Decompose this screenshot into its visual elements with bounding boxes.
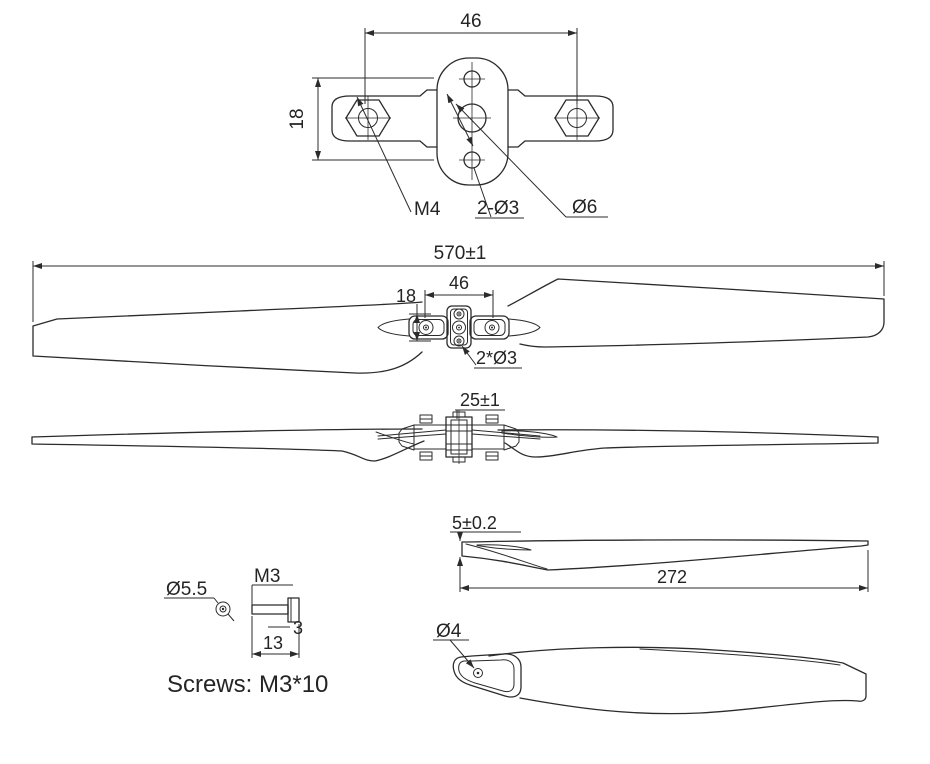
label-root-hole: Ø4: [436, 621, 462, 642]
screw-shaft: [251, 604, 289, 615]
dim-hub-height-label: 18: [287, 108, 308, 129]
label-thread-m3: M3: [254, 566, 280, 587]
blade-profile-outline: [461, 539, 869, 571]
screw-detail: Ø5.5 M3 3 13 Screws: M3*10: [164, 566, 328, 698]
right-blade-outline: [507, 278, 885, 348]
label-head-diameter: Ø5.5: [166, 579, 207, 600]
screw-note: Screws: M3*10: [167, 671, 328, 698]
left-fairing: [377, 318, 410, 337]
propeller-front-view: 570±1 46 18 2*Ø3: [32, 243, 885, 374]
blade-planform-outline: [488, 646, 867, 715]
right-fairing: [508, 318, 541, 337]
side-right-clamp: [471, 424, 505, 450]
dim-blade-length-label: 272: [657, 567, 687, 587]
hub-right-wing: [507, 89, 614, 148]
blade-root-plates: [377, 429, 541, 440]
label-2-d3: 2-Ø3: [477, 198, 519, 219]
blade-profile-sliver: [476, 544, 532, 551]
left-blade-crease: [375, 431, 415, 445]
right-clamp-inner: [473, 319, 506, 336]
dim-hub-width-side-label: 25±1: [460, 390, 500, 410]
blade-root-grip-outer: [452, 653, 522, 698]
left-blade-bottom-edge: [31, 436, 425, 462]
dim-hub-width-label: 46: [460, 11, 481, 32]
hub-left-wing: [331, 89, 438, 148]
hub-center-plate: [436, 57, 509, 186]
dim-root-thickness-label: 5±0.2: [452, 513, 497, 533]
dim-head-height-label: 3: [293, 618, 303, 638]
dim-overall-length-label: 570±1: [434, 243, 487, 264]
label-2xd3: 2*Ø3: [476, 348, 517, 368]
blade-root-grip-inner: [458, 659, 515, 693]
dim-hole-spacing-label: 18: [396, 286, 416, 306]
dim-screw-length-label: 13: [263, 633, 283, 653]
label-m4: M4: [414, 199, 441, 220]
right-blade-crease: [501, 430, 558, 438]
blade-planform-edge-line: [639, 648, 841, 666]
right-clamp-plate: [469, 315, 510, 340]
left-blade-outline: [32, 301, 423, 374]
screw-head-top-view: [215, 601, 231, 617]
label-d6: Ø6: [572, 197, 597, 218]
side-right-jaw: [503, 424, 520, 451]
left-blade-top-edge: [31, 428, 423, 438]
right-blade-bottom-edge: [504, 436, 879, 458]
blade-side-view: 5±0.2 272: [450, 513, 869, 592]
blade-root-hole: [473, 668, 483, 678]
blade-top-view: Ø4: [433, 621, 867, 715]
screw-head-side-view: [287, 597, 300, 623]
center-block: [446, 305, 472, 349]
dim-screw-spacing-label: 46: [449, 273, 469, 293]
side-left-jaw: [398, 424, 415, 451]
blade-profile-crease: [465, 543, 548, 570]
left-clamp-inner: [412, 319, 445, 336]
left-clamp-plate: [408, 315, 449, 340]
right-blade-top-edge: [497, 429, 879, 438]
hub-top-view: 46 18 M4 2-Ø3 Ø6: [287, 11, 614, 220]
propeller-side-view: 25±1: [31, 390, 879, 464]
